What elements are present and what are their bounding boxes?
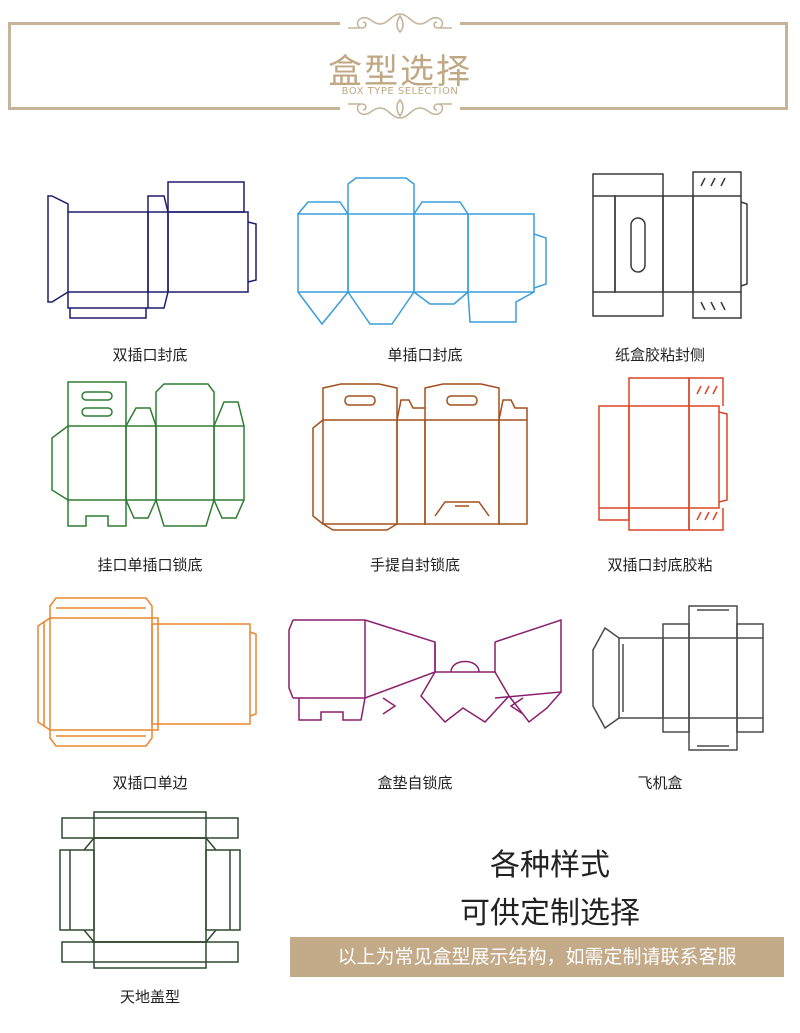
box-label-10: 天地盖型 — [119, 988, 180, 1006]
ornament-bottom-icon — [340, 96, 460, 122]
page-title: 盒型选择 — [328, 52, 472, 92]
glued-side-dieline-icon — [585, 168, 755, 324]
double-tuck-single-side-dieline-icon — [30, 592, 270, 752]
page-subtitle: BOX TYPE SELECTION — [341, 86, 459, 97]
double-tuck-glued-dieline-icon — [585, 372, 745, 534]
box-label-2: 单插口封底 — [387, 346, 463, 364]
lid-and-base-dieline-icon — [50, 808, 250, 974]
box-label-5: 手提自封锁底 — [369, 556, 460, 574]
box-label-7: 双插口单边 — [112, 774, 188, 792]
box-label-3: 纸盒胶粘封侧 — [614, 346, 705, 364]
box-label-6: 双插口封底胶粘 — [607, 556, 713, 574]
contact-banner: 以上为常见盒型展示结构，如需定制请联系客服 — [290, 937, 784, 977]
promo-line-1: 各种样式 — [490, 848, 610, 883]
pad-auto-lock-bottom-dieline-icon — [285, 612, 570, 736]
handle-lock-bottom-dieline-icon — [305, 378, 545, 534]
double-tuck-bottom-dieline-icon — [40, 178, 260, 324]
hang-tab-lock-bottom-dieline-icon — [40, 378, 260, 534]
box-label-8: 盒垫自锁底 — [377, 774, 453, 792]
ornament-top-icon — [340, 10, 460, 36]
box-label-9: 飞机盒 — [637, 774, 683, 792]
single-tuck-bottom-dieline-icon — [290, 174, 560, 330]
box-label-4: 挂口单插口锁底 — [97, 556, 203, 574]
promo-line-2: 可供定制选择 — [460, 896, 640, 931]
box-label-1: 双插口封底 — [112, 346, 188, 364]
mailer-box-dieline-icon — [585, 600, 770, 756]
